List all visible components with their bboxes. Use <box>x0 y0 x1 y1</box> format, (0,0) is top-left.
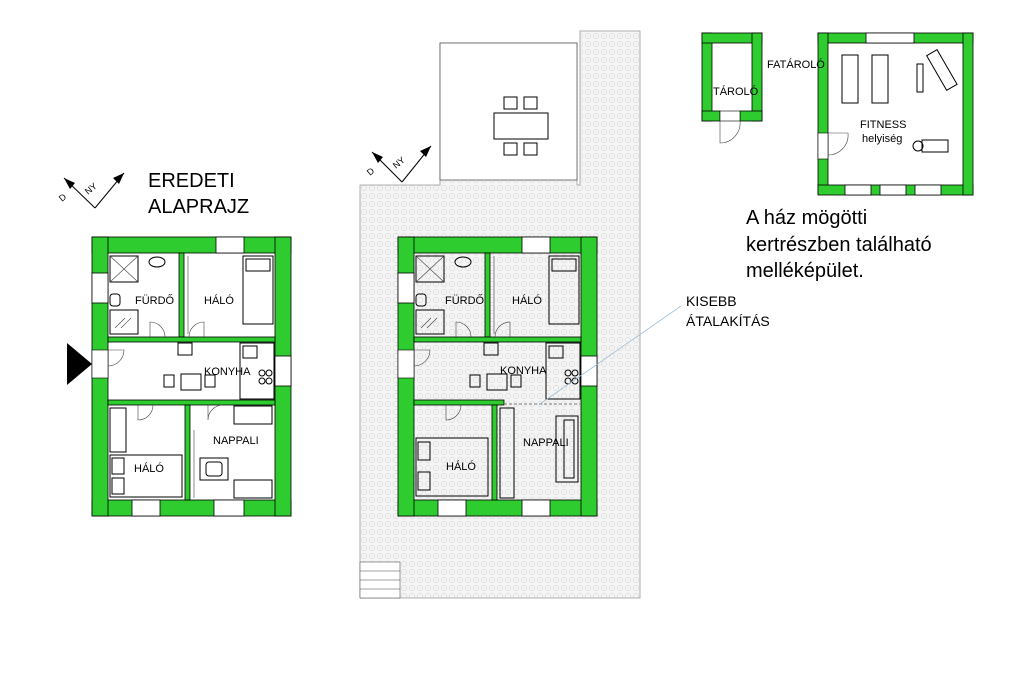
original-plan: EREDETI ALAPRAJZ D NY <box>57 170 292 517</box>
outbuilding-walls <box>701 32 974 196</box>
room-label-fitness-sub: helyiség <box>862 133 902 145</box>
original-title-line2: ALAPRAJZ <box>148 196 249 218</box>
original-room-labels: FÜRDŐ HÁLÓ KONYHA HÁLÓ NAPPALI <box>134 293 259 475</box>
room-label-bedroom-bottom-2: HÁLÓ <box>446 460 476 473</box>
room-label-storage: TÁROLÓ <box>713 85 759 98</box>
room-label-bedroom-bottom: HÁLÓ <box>134 462 164 475</box>
original-title-line1: EREDETI <box>148 170 235 192</box>
terrace-table-set <box>493 96 549 156</box>
room-label-kitchen: KONYHA <box>204 366 251 378</box>
outbuilding-caption-line1: A ház mögötti <box>746 207 867 229</box>
room-label-living: NAPPALI <box>213 435 259 447</box>
room-label-bath-2: FÜRDŐ <box>445 293 485 307</box>
compass-west-label-2: NY <box>391 155 407 171</box>
modified-plan: D NY <box>359 30 770 599</box>
room-label-kitchen-2: KONYHA <box>500 365 547 377</box>
room-label-bath: FÜRDŐ <box>135 293 175 307</box>
fitness-equipment <box>841 48 958 153</box>
outbuilding-plan: TÁROLÓ FATÁROLÓ FITNESS helyiség A ház m… <box>701 32 974 282</box>
outbuilding-caption-line3: melléképület. <box>746 260 864 282</box>
modified-room-labels: FÜRDŐ HÁLÓ KONYHA HÁLÓ NAPPALI <box>445 293 569 473</box>
original-doors <box>107 321 224 421</box>
terrace <box>439 42 578 181</box>
room-label-fitness: FITNESS <box>860 119 906 131</box>
annotation-line2: ÁTALAKÍTÁS <box>686 313 770 329</box>
modified-doors <box>413 321 511 421</box>
steps <box>359 561 401 599</box>
room-label-bedroom-top-2: HÁLÓ <box>512 294 542 307</box>
entrance-arrow <box>67 343 92 385</box>
outbuilding-caption-line2: kertrészben található <box>746 234 932 256</box>
compass-south-label: D <box>57 191 69 203</box>
annotation-line1: KISEBB <box>686 293 737 309</box>
compass-south-label-2: D <box>365 165 377 177</box>
original-furniture <box>109 255 275 499</box>
outbuilding-doors <box>719 120 849 156</box>
compass-modified: D NY <box>365 145 432 183</box>
modified-walls <box>397 236 598 517</box>
outbuilding-room-labels: TÁROLÓ FATÁROLÓ FITNESS helyiség <box>713 58 906 145</box>
room-label-wood-storage: FATÁROLÓ <box>767 58 825 71</box>
room-label-living-2: NAPPALI <box>523 437 569 449</box>
modified-furniture <box>415 255 581 499</box>
room-label-bedroom-top: HÁLÓ <box>204 294 234 307</box>
original-walls <box>91 236 292 517</box>
compass-west-label: NY <box>83 181 99 197</box>
annotation-leader <box>539 305 682 405</box>
compass-original: D NY <box>57 172 125 209</box>
